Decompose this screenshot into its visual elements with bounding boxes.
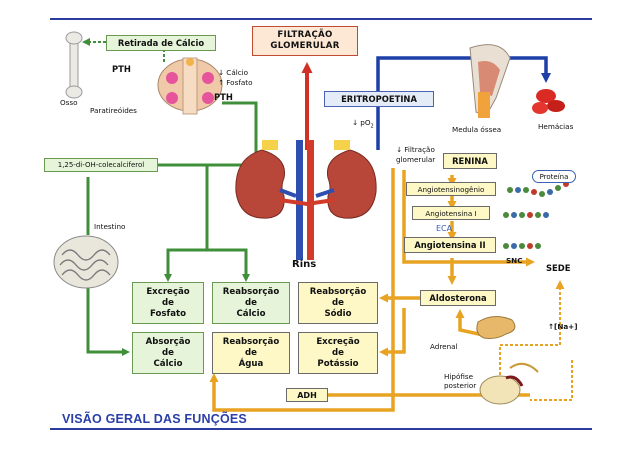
box-colecalciferol: 1,25-di-OH-colecalciferol: [44, 158, 158, 172]
sede-label: SEDE: [546, 263, 571, 273]
calcio-down-label: ↓ Cálcio: [218, 68, 249, 77]
cell-line: Potássio: [317, 358, 359, 369]
box-proteina: Proteína: [532, 170, 576, 183]
cell-line: Fosfato: [149, 308, 187, 319]
adh-label: ADH: [297, 390, 317, 400]
eritropoetina-label: ERITROPOETINA: [341, 94, 417, 104]
hemacias-label: Hemácias: [538, 122, 574, 131]
cell-line: Cálcio: [153, 358, 183, 369]
cell-line: de: [245, 297, 257, 308]
cell-line: de: [245, 347, 257, 358]
box-renina: RENINA: [443, 153, 497, 169]
cell-line: Absorção: [145, 336, 191, 347]
filtracao-glomerular-label: FILTRAÇÃO GLOMERULAR: [270, 30, 340, 51]
box-retirada-calcio: Retirada de Cálcio: [106, 35, 216, 51]
cell-line: Reabsorção: [309, 286, 367, 297]
filtracao-small-label-2: glomerular: [396, 155, 436, 164]
eca-label: ECA: [436, 224, 453, 233]
pituitary-icon: [479, 362, 539, 405]
box-adh: ADH: [286, 388, 328, 402]
intestine-icon: [53, 235, 119, 289]
angiotensina-ii-label: Angiotensina II: [414, 240, 486, 250]
po2-subscript: 2: [370, 123, 374, 130]
pth-mid-label: PTH: [214, 92, 233, 102]
box-aldosterona: Aldosterona: [420, 290, 496, 306]
proteina-label: Proteína: [539, 172, 569, 181]
renina-label: RENINA: [452, 156, 488, 166]
cell-line: de: [162, 297, 174, 308]
cell-line: de: [332, 297, 344, 308]
angiotensin-ii-chain-icon: [503, 243, 541, 249]
po2-label: ↓ pO2: [352, 118, 374, 129]
cell-line: Sódio: [324, 308, 352, 319]
cell-line: de: [162, 347, 174, 358]
bottom-rule: [50, 428, 592, 430]
red-blood-cells-icon: [532, 89, 565, 114]
page-title: VISÃO GERAL DAS FUNÇÕES: [62, 412, 247, 426]
medula-ossea-label: Medula óssea: [452, 125, 502, 134]
cell-line: Excreção: [146, 286, 190, 297]
pth-top-label: PTH: [112, 64, 131, 74]
cell-line: Cálcio: [236, 308, 266, 319]
filtracao-small-label-1: ↓ Filtração: [396, 145, 435, 154]
cell-line: Reabsorção: [222, 286, 280, 297]
fosfato-up-label: ↑ Fosfato: [218, 78, 253, 87]
box-angiotensina-i: Angiotensina I: [412, 206, 490, 220]
box-filtracao-glomerular: FILTRAÇÃO GLOMERULAR: [252, 26, 358, 56]
hipofise-label-1: Hipófise: [444, 372, 474, 381]
adrenal-label: Adrenal: [430, 342, 458, 351]
paratireoides-label: Paratireóides: [90, 106, 137, 115]
box-angiotensinogenio: Angiotensinogênio: [406, 182, 496, 196]
parathyroid-icon: [157, 57, 223, 115]
intestino-label: Intestino: [94, 222, 126, 231]
angiotensina-i-label: Angiotensina I: [425, 208, 477, 218]
adrenal-icon: [476, 316, 516, 339]
protein-chain-icon: [507, 181, 569, 197]
hipofise-label-2: posterior: [444, 381, 477, 390]
cell-line: Excreção: [316, 336, 360, 347]
bone-icon: [65, 31, 83, 99]
box-eritropoetina: ERITROPOETINA: [324, 91, 434, 107]
cell-line: de: [332, 347, 344, 358]
aldosterona-label: Aldosterona: [429, 293, 487, 303]
na-plus-text: [Na+]: [554, 322, 578, 331]
arrow-up-icon: ↑: [548, 322, 555, 331]
bone-marrow-icon: [469, 44, 511, 118]
box-angiotensina-ii: Angiotensina II: [404, 237, 496, 253]
top-rule: [50, 18, 592, 20]
na-plus-label: ↑[Na+]: [548, 322, 578, 331]
rins-label: Rins: [292, 259, 317, 270]
cell-line: Reabsorção: [222, 336, 280, 347]
snc-label: SNC: [506, 256, 523, 265]
cell-line: Água: [238, 358, 264, 369]
kidneys-icon: [235, 140, 377, 260]
colecalciferol-label: 1,25-di-OH-colecalciferol: [57, 161, 145, 169]
angiotensinogenio-label: Angiotensinogênio: [417, 184, 485, 194]
retirada-calcio-label: Retirada de Cálcio: [117, 38, 205, 48]
po2-text: ↓ pO: [352, 118, 371, 127]
angiotensin-i-chain-icon: [503, 212, 549, 218]
osso-label: Osso: [60, 98, 78, 107]
